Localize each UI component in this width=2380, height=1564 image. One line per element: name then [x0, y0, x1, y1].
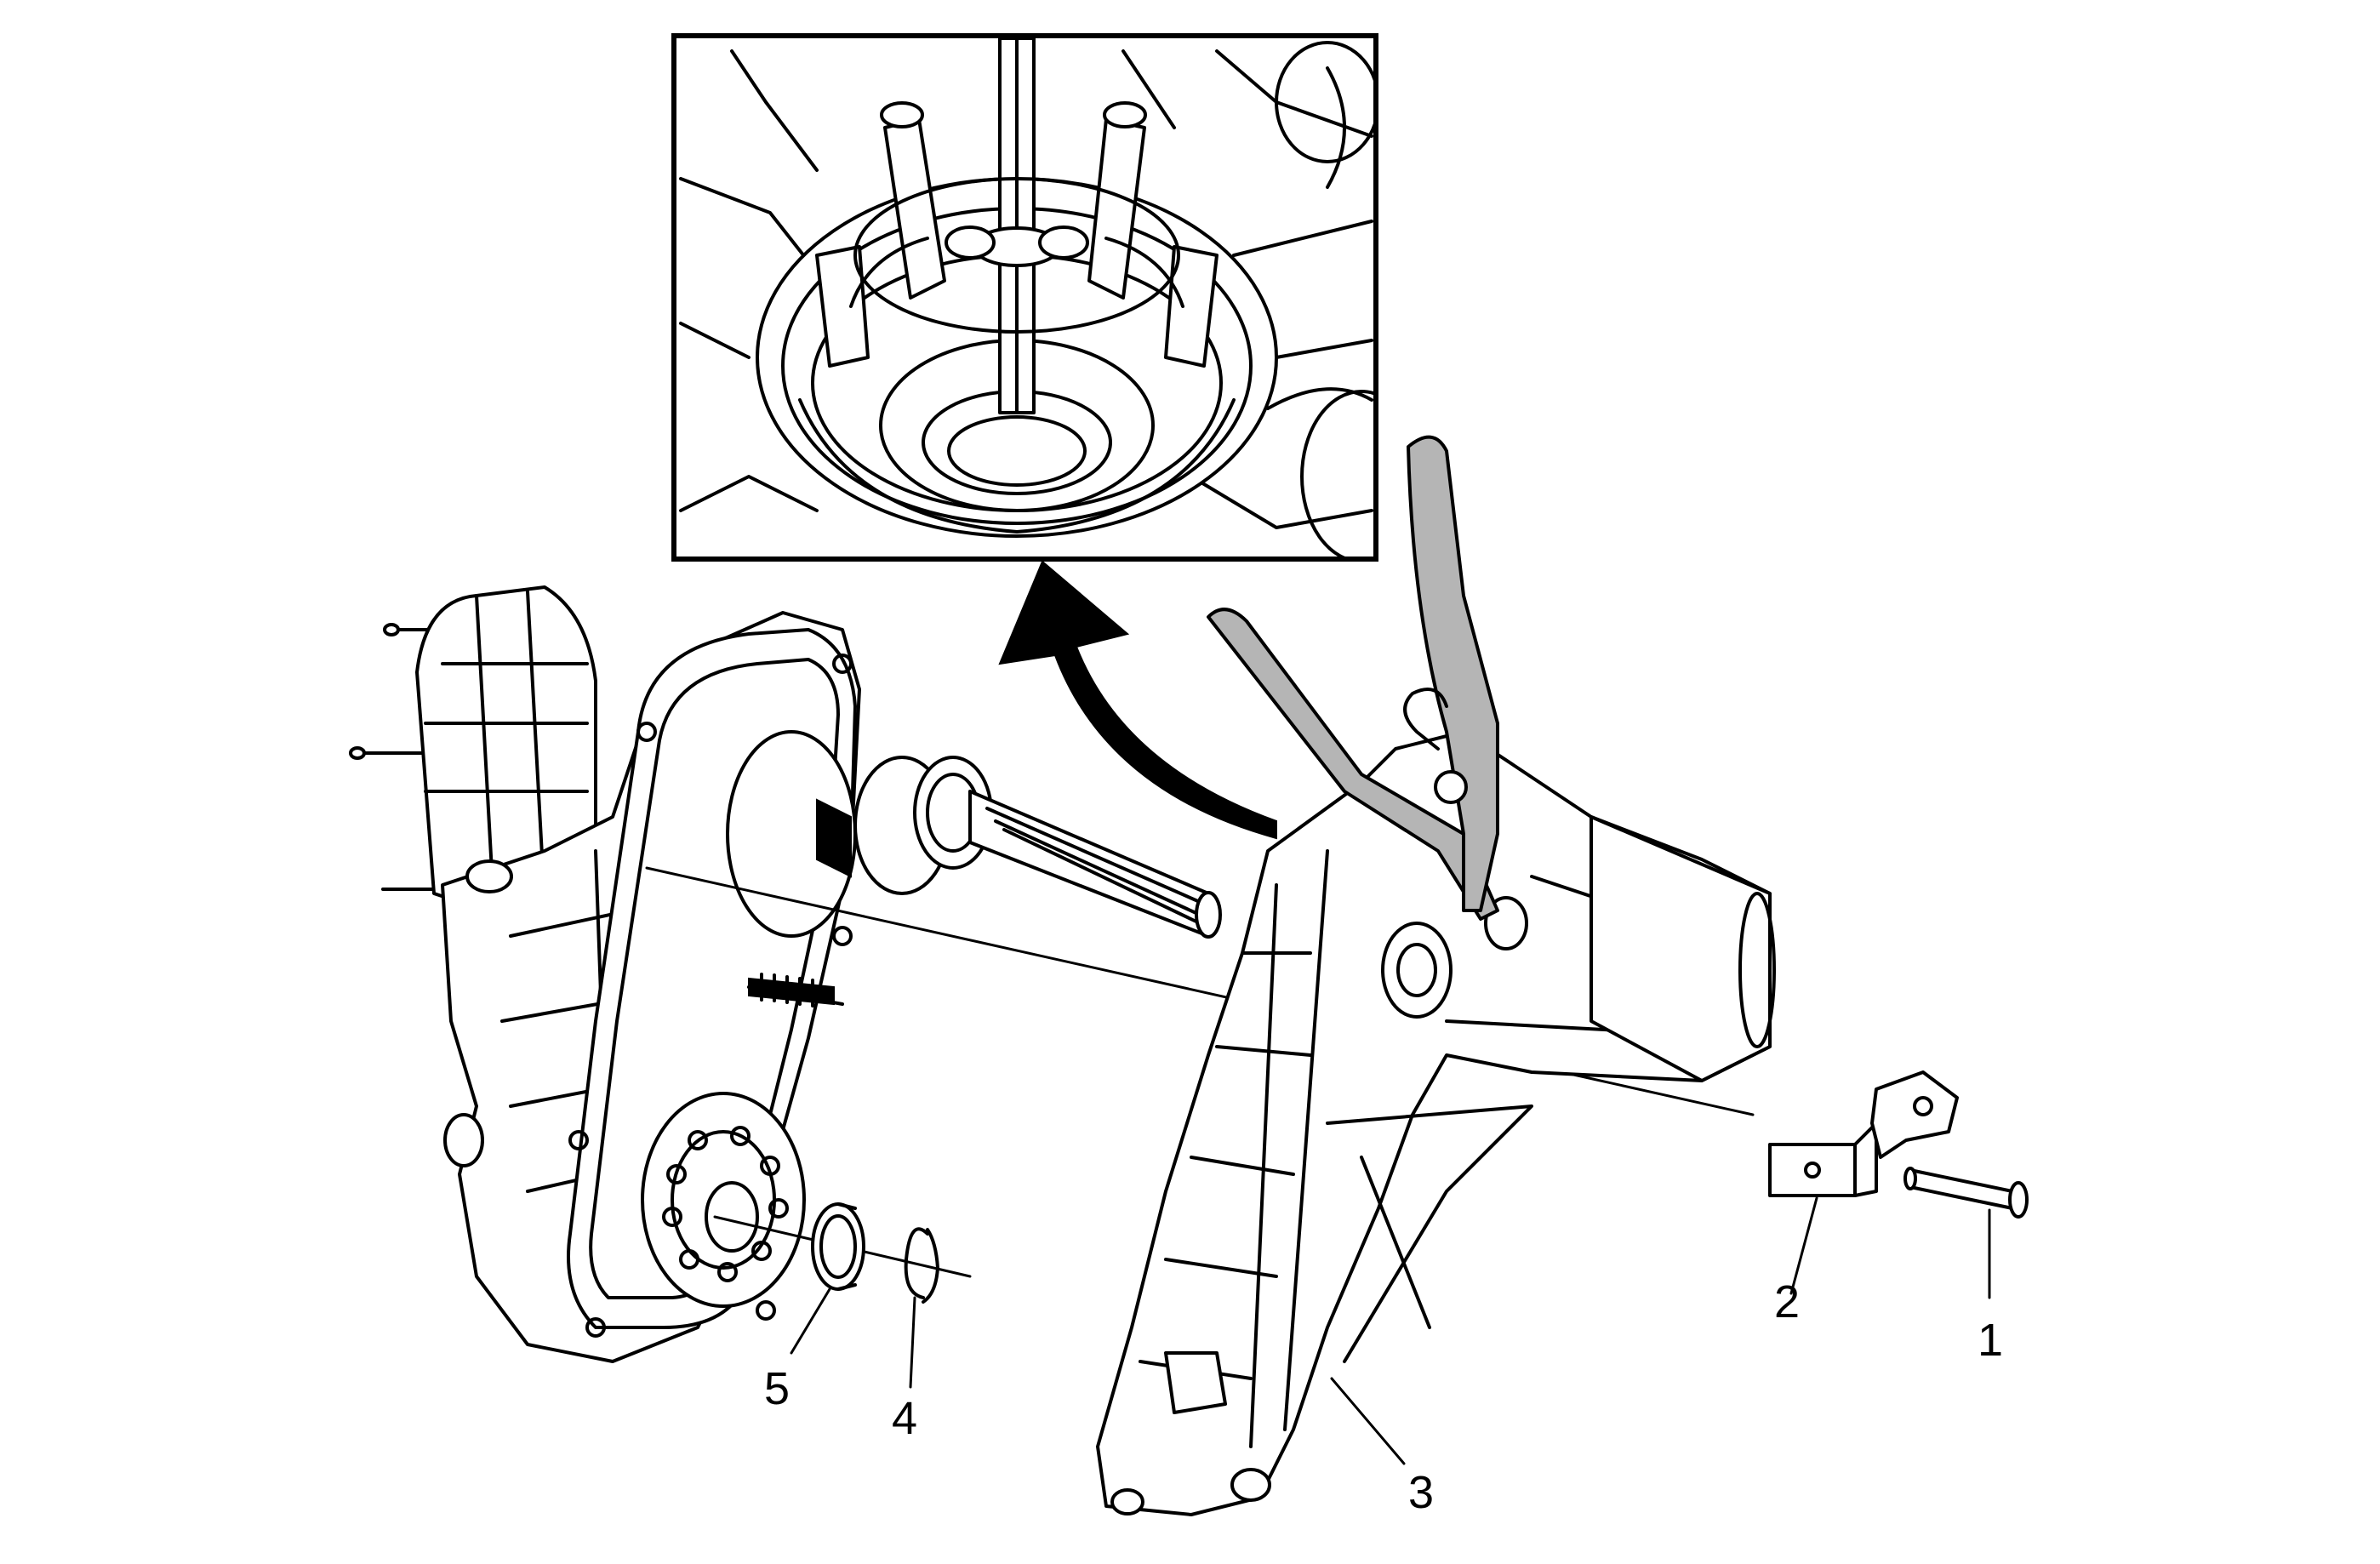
callout-3: 3: [1408, 1467, 1434, 1518]
direction-arrow-icon: [998, 560, 1277, 840]
front-case-half: [349, 585, 861, 1363]
part-2-bracket: [1768, 1070, 1959, 1197]
leader-lines: [790, 1196, 1991, 1465]
callout-5: 5: [764, 1363, 790, 1414]
part-4-retaining-ring: [904, 1227, 939, 1304]
output-shaft: [816, 756, 1222, 939]
callout-1: 1: [1978, 1315, 2003, 1366]
callout-4: 4: [892, 1393, 917, 1444]
part-1-bolt: [1903, 1167, 2029, 1219]
sprocket-holes: [662, 1126, 789, 1282]
snap-ring-pliers-tool: [1207, 435, 1499, 921]
detail-inset: [671, 33, 1378, 562]
part-5-seal: [811, 1202, 865, 1291]
callout-2: 2: [1774, 1276, 1800, 1327]
part-3-rear-case-half: [1096, 730, 1776, 1516]
